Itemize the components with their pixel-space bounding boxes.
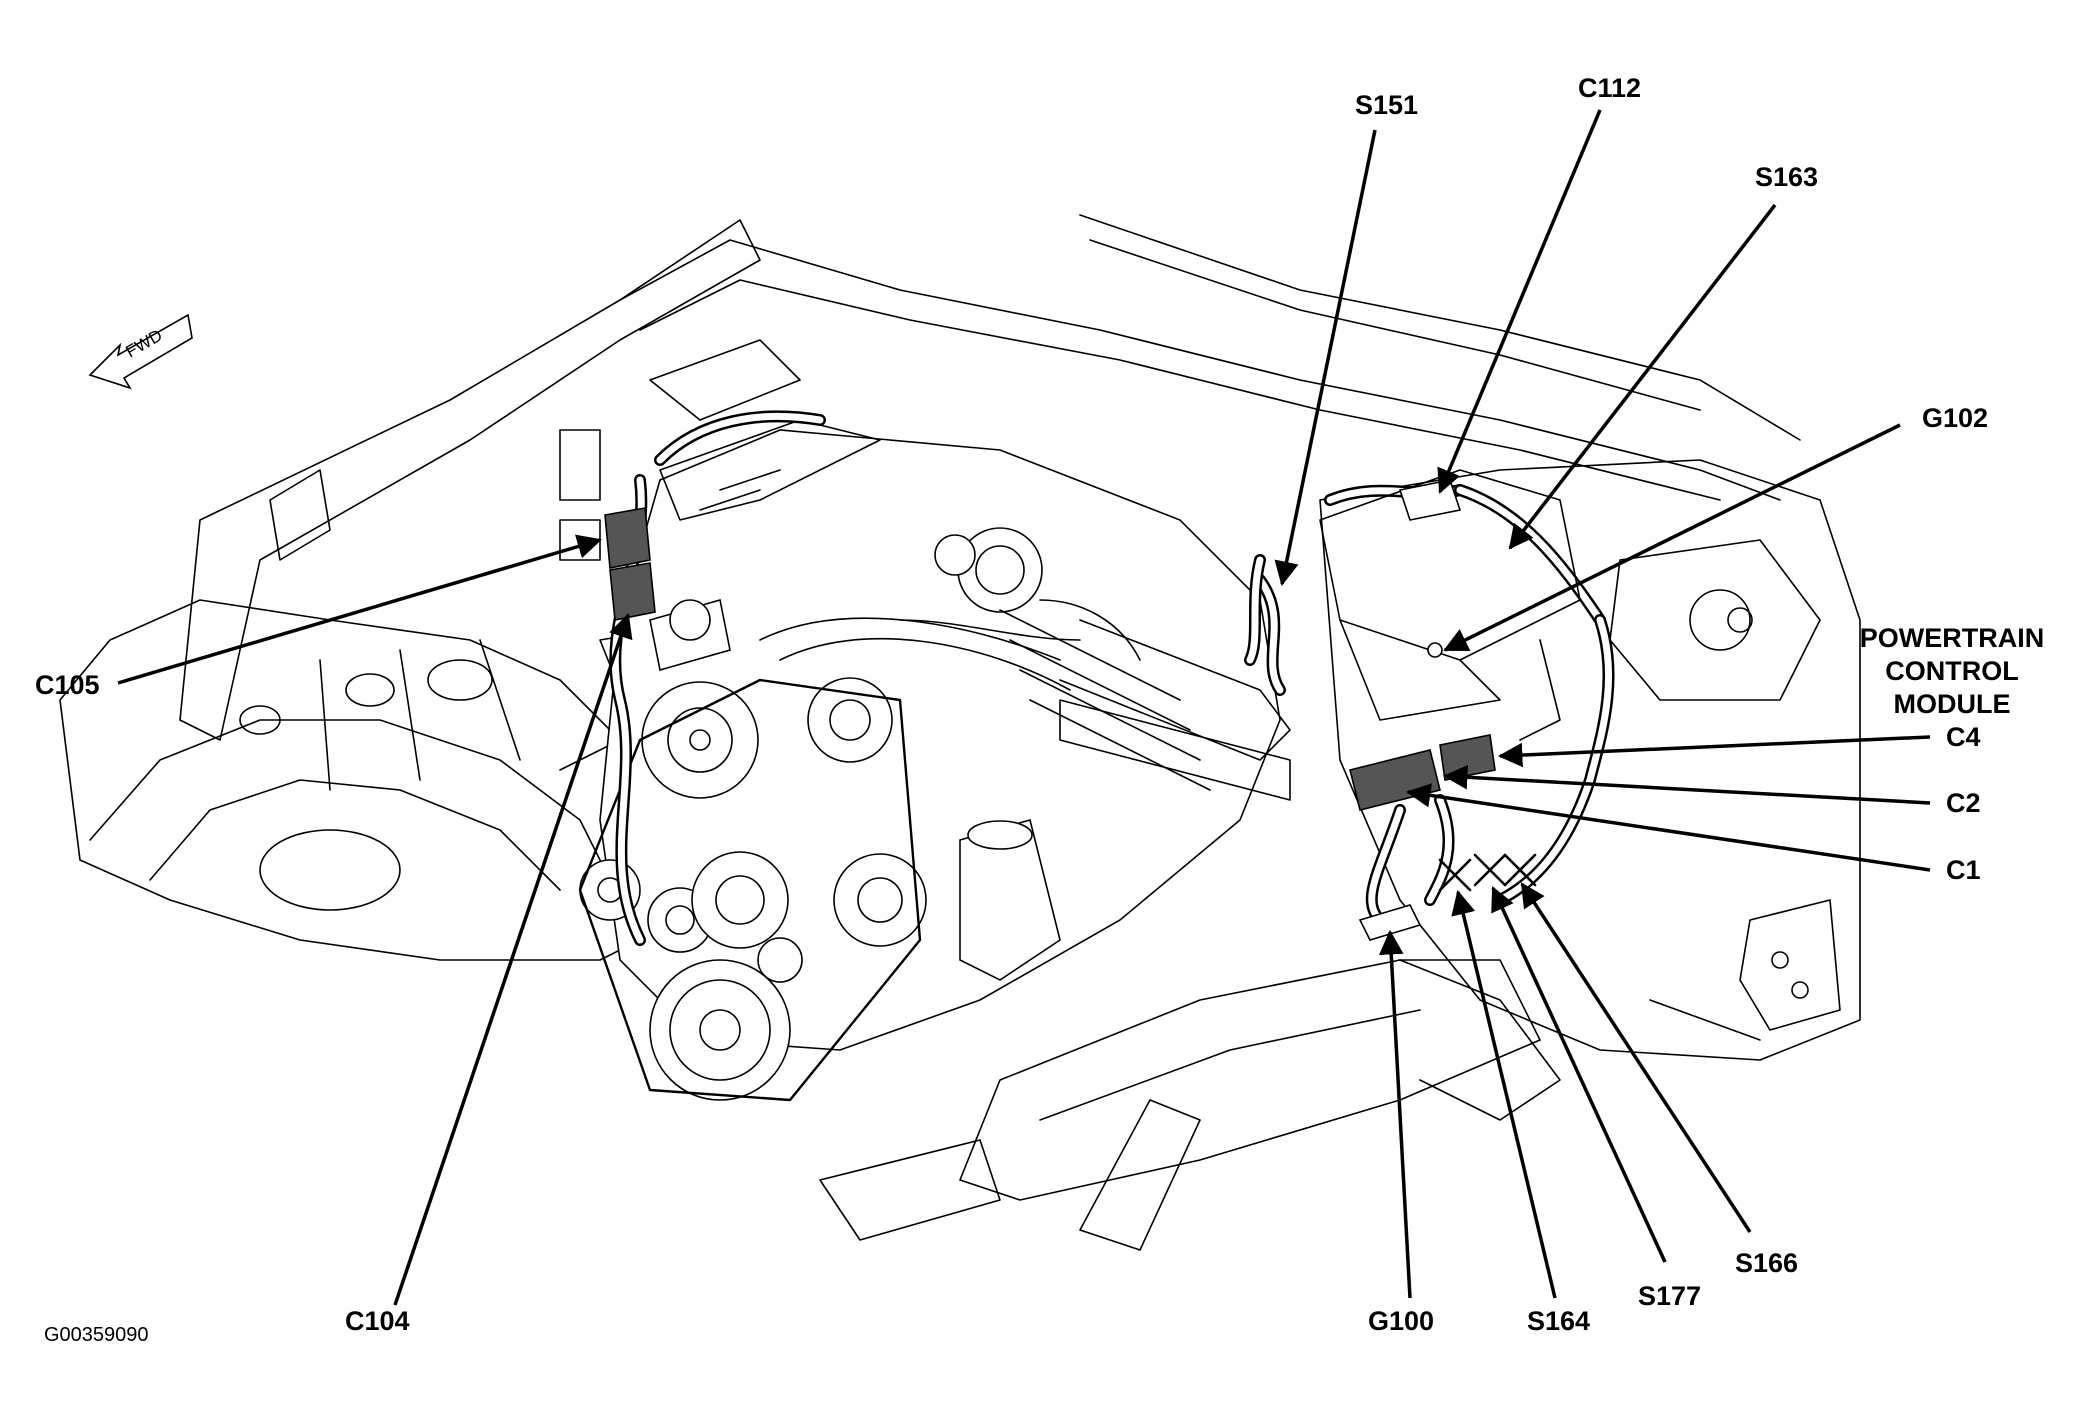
leader-c2 bbox=[1442, 765, 1931, 805]
leader-g102 bbox=[1443, 423, 1901, 652]
label-s166: S166 bbox=[1735, 1248, 1798, 1278]
module-title-line-3: MODULE bbox=[1894, 689, 2011, 719]
leader-c4 bbox=[1497, 735, 1931, 768]
label-c4: C4 bbox=[1946, 722, 1981, 752]
left-connectors bbox=[604, 507, 656, 621]
line-art bbox=[59, 214, 1861, 1251]
leader-lines bbox=[117, 109, 1931, 1306]
module-title-line-2: CONTROL bbox=[1885, 656, 2018, 686]
leader-c104 bbox=[393, 613, 633, 1306]
leader-s151 bbox=[1274, 129, 1377, 587]
leader-c112 bbox=[1437, 109, 1602, 494]
leader-s164 bbox=[1451, 890, 1557, 1299]
label-c104: C104 bbox=[345, 1306, 410, 1336]
label-s177: S177 bbox=[1638, 1281, 1701, 1311]
leader-c1 bbox=[1405, 783, 1931, 872]
label-s164: S164 bbox=[1527, 1306, 1590, 1336]
label-c105: C105 bbox=[35, 670, 100, 700]
cowl-panel bbox=[269, 214, 1801, 561]
leader-s163 bbox=[1508, 203, 1777, 550]
leader-c105 bbox=[117, 534, 602, 685]
module-title-line-1: POWERTRAIN bbox=[1860, 623, 2045, 653]
leader-g100 bbox=[1378, 929, 1412, 1299]
label-c112: C112 bbox=[1578, 73, 1641, 103]
figure-id: G00359090 bbox=[44, 1324, 149, 1346]
label-s163: S163 bbox=[1755, 162, 1818, 192]
label-g100: G100 bbox=[1368, 1306, 1434, 1336]
label-c2: C2 bbox=[1946, 788, 1981, 818]
leader-s166 bbox=[1520, 882, 1752, 1233]
callout-labels: S151 C112 S163 G102 POWERTRAIN CONTROL M… bbox=[35, 73, 2044, 1346]
leader-s177 bbox=[1491, 886, 1667, 1263]
label-s151: S151 bbox=[1355, 90, 1418, 120]
frame-rail bbox=[819, 959, 1541, 1251]
label-c1: C1 bbox=[1946, 855, 1981, 885]
right-harness bbox=[1244, 469, 1615, 941]
engine bbox=[578, 410, 1291, 1102]
label-g102: G102 bbox=[1922, 403, 1988, 433]
fwd-arrow bbox=[88, 313, 193, 390]
